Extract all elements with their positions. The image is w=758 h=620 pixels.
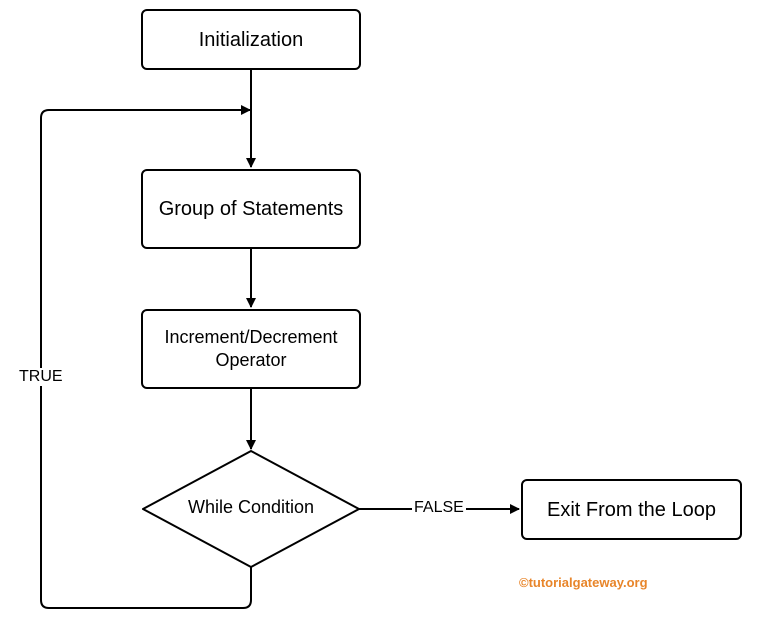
group-of-statements-box: Group of Statements [141,169,361,249]
group-of-statements-label: Group of Statements [158,198,344,220]
true-edge-label: TRUE [17,368,65,386]
increment-decrement-box: Increment/Decrement Operator [141,309,361,389]
initialization-label: Initialization [198,28,304,51]
true-loop-path [40,105,252,609]
increment-decrement-label-line2: Operator [215,350,287,370]
increment-decrement-label-line1: Increment/Decrement [164,326,338,347]
while-condition-label: While Condition [187,497,315,517]
exit-loop-box: Exit From the Loop [521,479,742,540]
copyright-watermark: ©tutorialgateway.org [519,575,648,590]
false-edge-label: FALSE [412,499,466,517]
initialization-box: Initialization [141,9,361,70]
exit-loop-label: Exit From the Loop [547,498,716,521]
